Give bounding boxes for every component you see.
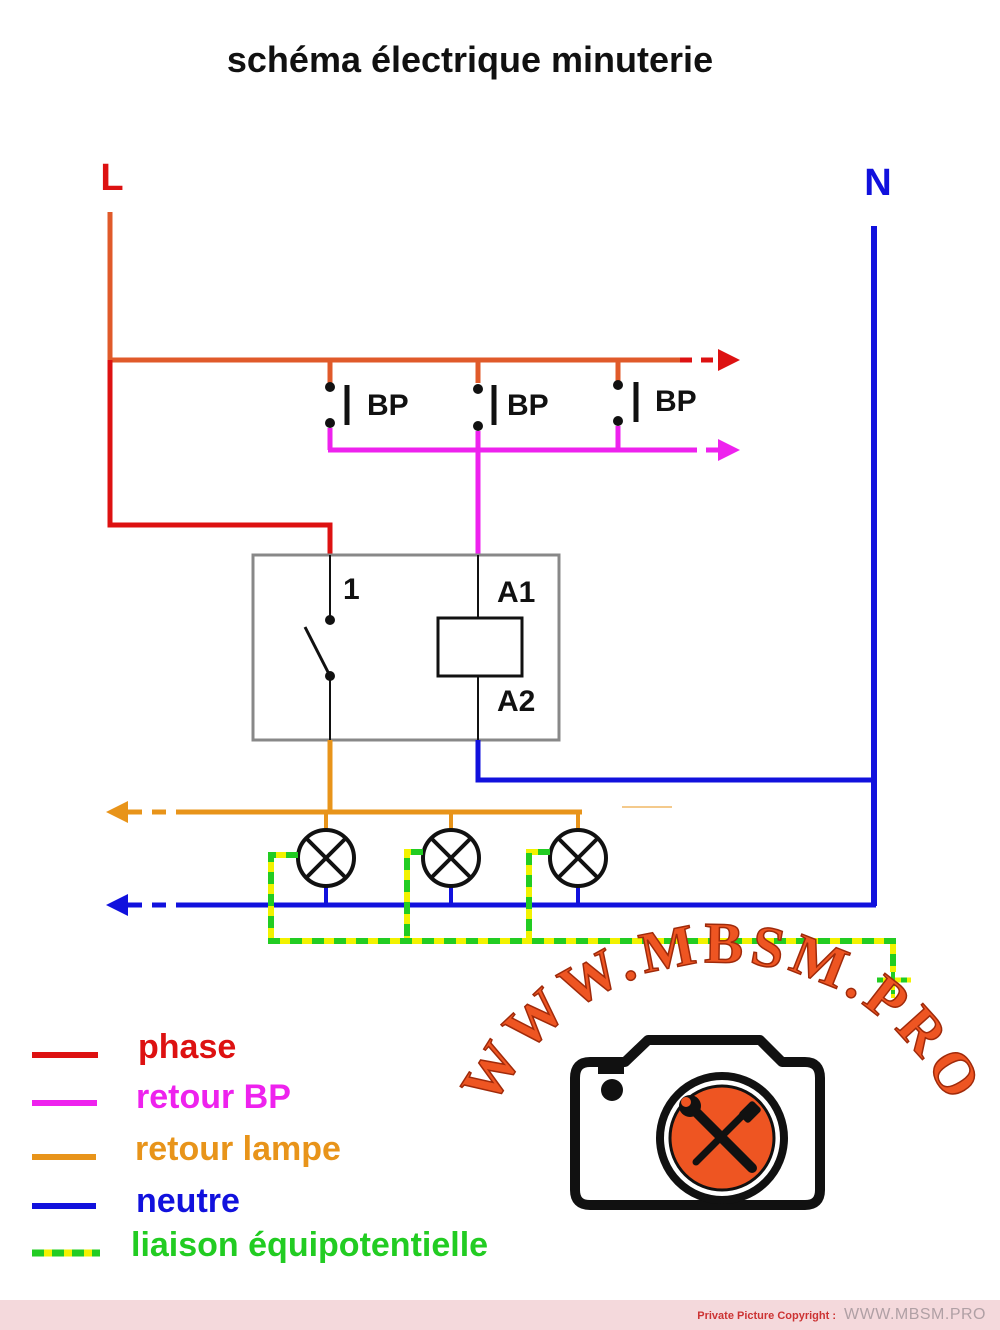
retour-lampe-wires: [106, 740, 672, 830]
lamp-2: [421, 828, 481, 888]
push-button-3: BP: [613, 380, 697, 426]
legend-label-earth: liaison équipotentielle: [131, 1226, 488, 1264]
phase-wires: [107, 212, 740, 555]
relay-box: [251, 553, 561, 742]
retour-bp-arrow: [718, 439, 740, 461]
relay-coil: [436, 616, 524, 678]
neutral-terminal-label: N: [864, 162, 891, 204]
legend-item-phase: phase: [32, 1028, 236, 1066]
legend-label-neutre: neutre: [136, 1182, 240, 1220]
legend-item-earth: liaison équipotentielle: [32, 1226, 488, 1264]
push-button-label: BP: [655, 385, 697, 418]
footer-bar: Private Picture Copyright : WWW.MBSM.PRO: [0, 1300, 1000, 1330]
camera-icon: [570, 1035, 825, 1210]
watermark-logo: WWW.MBSM.PRO: [447, 909, 992, 1210]
legend-item-neutre: neutre: [32, 1182, 240, 1220]
legend-label-phase: phase: [138, 1028, 236, 1066]
neutral-arrow: [106, 894, 128, 916]
diagram-title: schéma électrique minuterie: [227, 39, 713, 80]
legend-label-retour-lampe: retour lampe: [135, 1130, 341, 1168]
push-button-2: BP: [473, 384, 549, 431]
lamp-1: [296, 828, 356, 888]
wiring-diagram: schéma électrique minuterie L N BP BP BP: [32, 39, 992, 1264]
footer-copyright: Private Picture Copyright : WWW.MBSM.PRO: [697, 1306, 986, 1324]
retour-bp-wires: [327, 426, 740, 555]
coil-terminal-a1: A1: [497, 576, 535, 609]
legend: phase retour BP retour lampe neutre liai…: [32, 1028, 488, 1264]
switch-terminal-label: 1: [343, 573, 360, 606]
legend-label-retour-bp: retour BP: [136, 1078, 291, 1116]
lamp-3: [548, 828, 608, 888]
timer-relay: 1 A1 A2: [251, 553, 561, 742]
earth-icon: [877, 972, 911, 998]
footer-site: WWW.MBSM.PRO: [844, 1306, 986, 1323]
push-button-label: BP: [507, 389, 549, 422]
legend-item-retour-lampe: retour lampe: [32, 1130, 341, 1168]
phase-arrow: [718, 349, 740, 371]
legend-item-retour-bp: retour BP: [32, 1078, 291, 1116]
push-button-1: BP: [325, 382, 409, 428]
footer-copyright-text: Private Picture Copyright :: [697, 1310, 837, 1322]
coil-terminal-a2: A2: [497, 685, 535, 718]
neutral-wires: [106, 226, 877, 916]
earth-bonding-wires: [268, 849, 911, 998]
line-terminal-label: L: [100, 157, 123, 199]
retour-lampe-arrow: [106, 801, 128, 823]
wrench-screwdriver-icon: [679, 1095, 761, 1173]
push-button-label: BP: [367, 389, 409, 422]
